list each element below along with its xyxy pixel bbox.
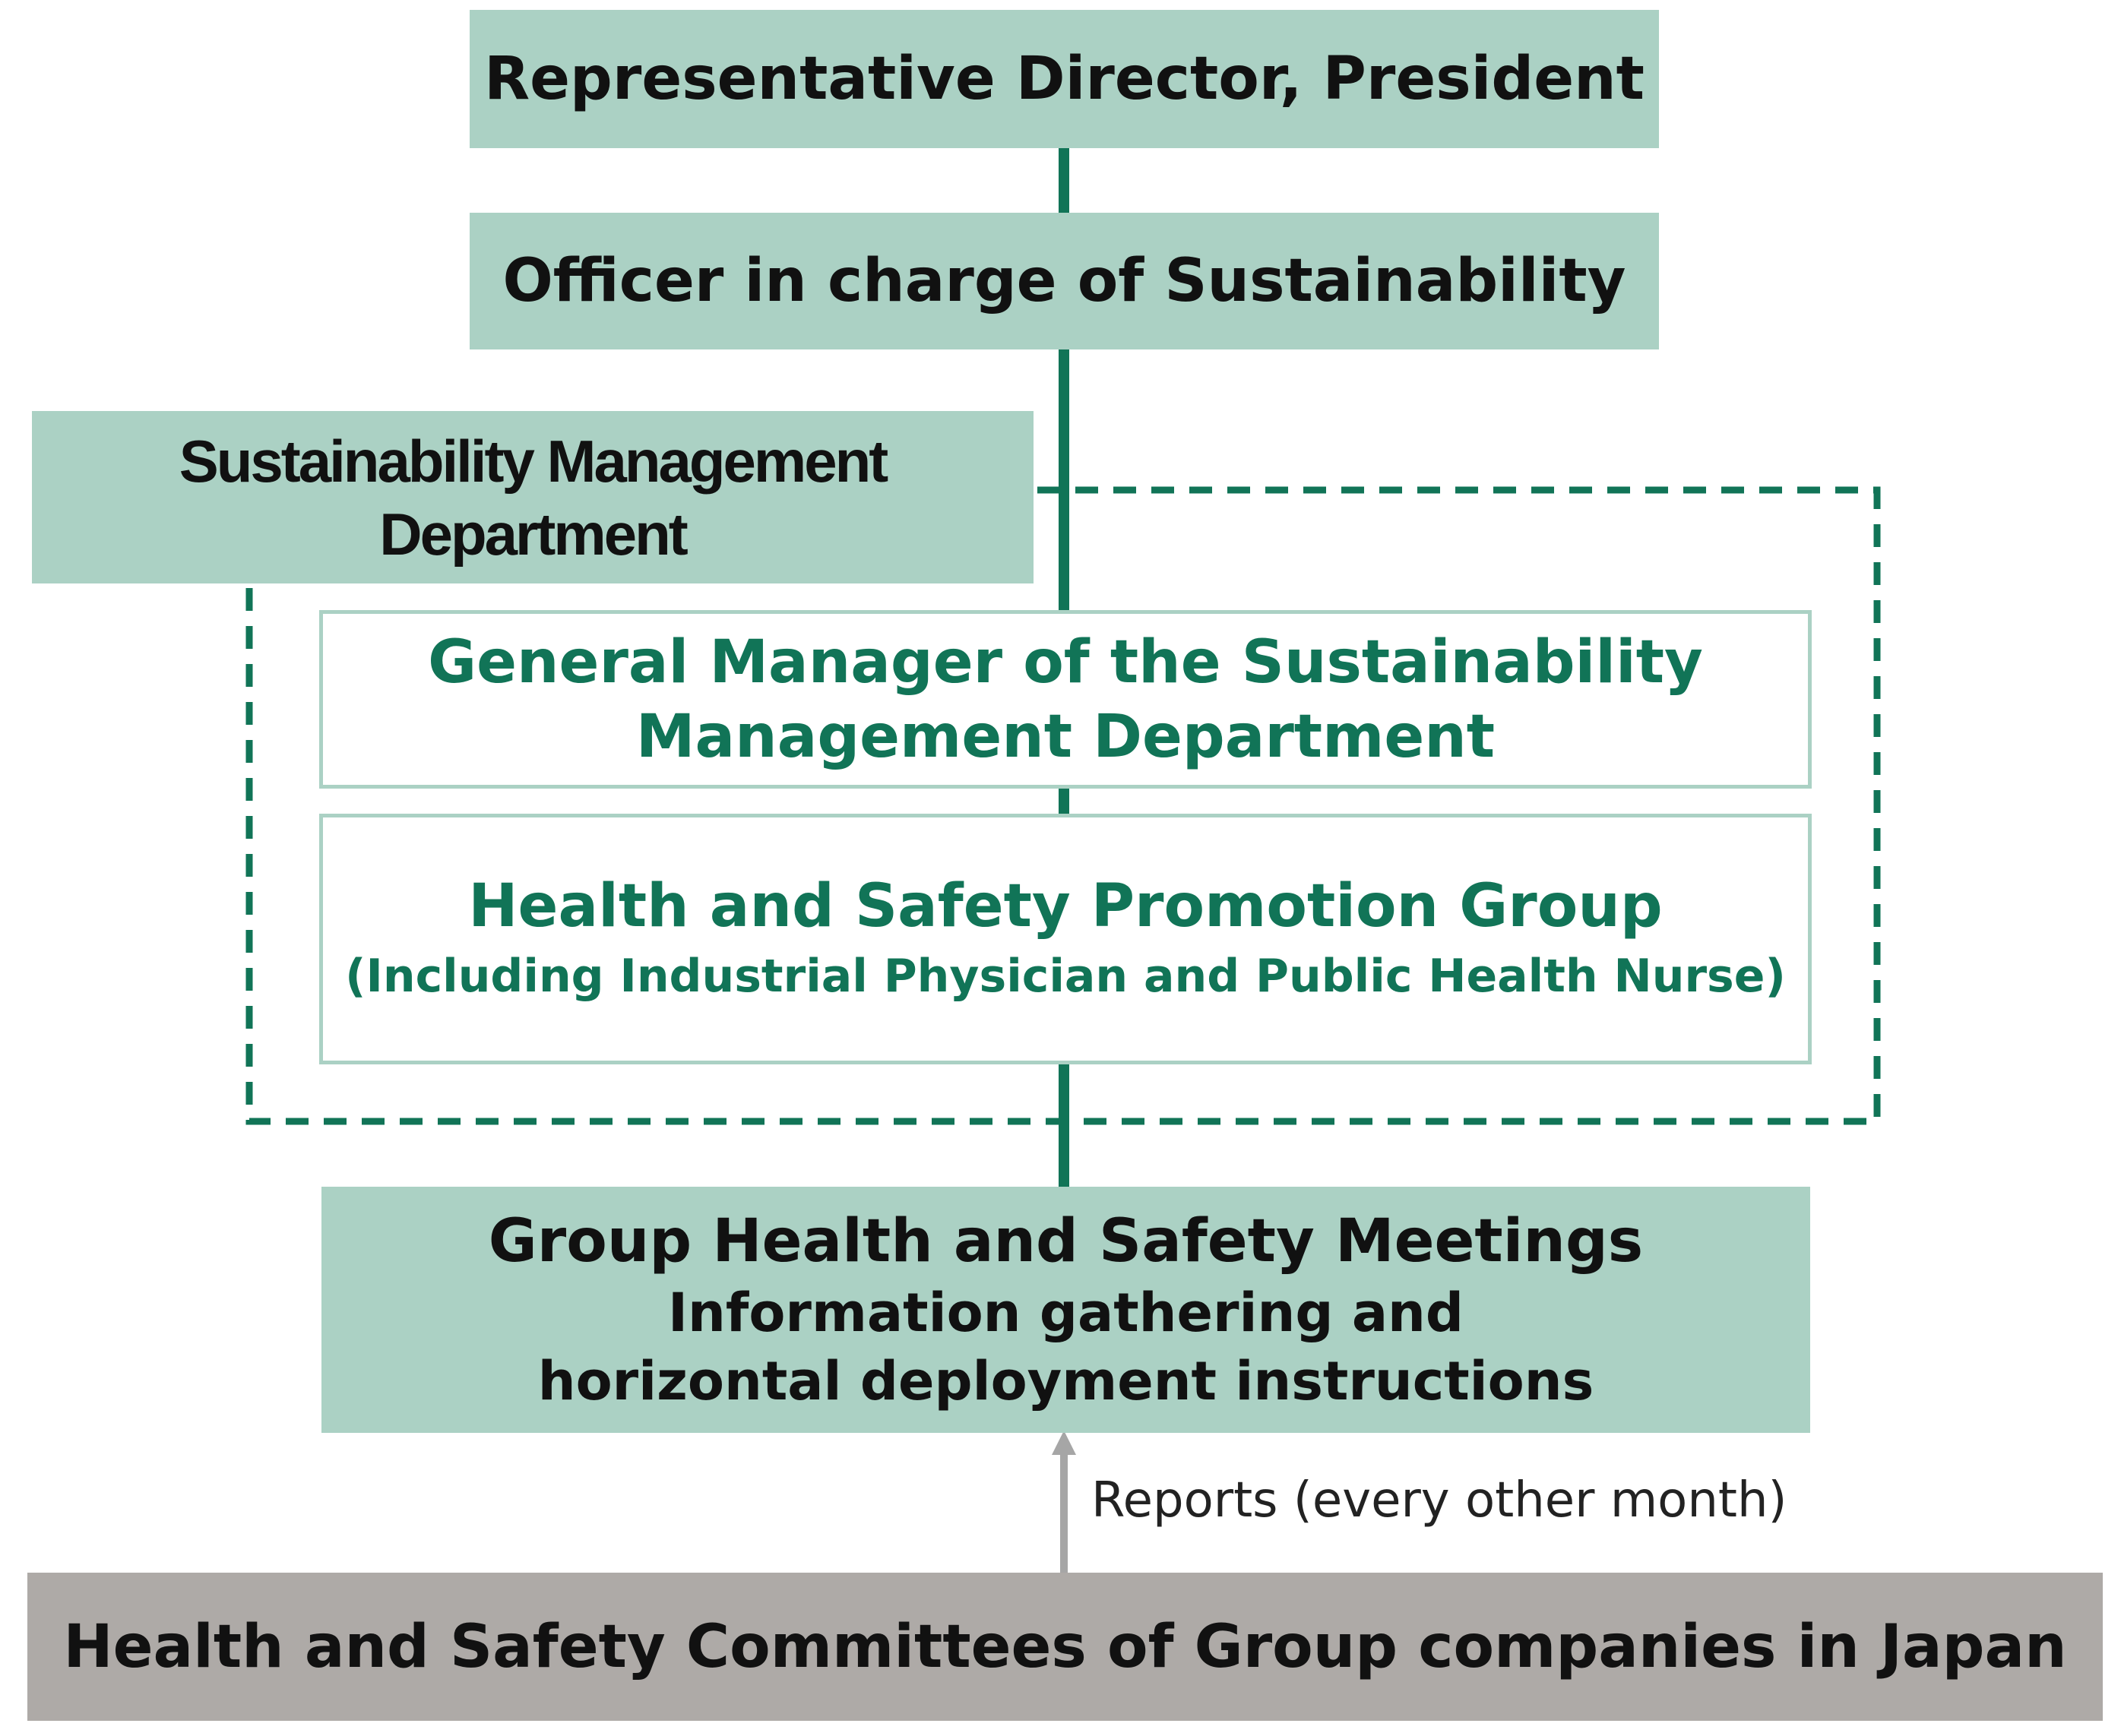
officer-box: Officer in charge of Sustainability [470,213,1659,349]
president-label: Representative Director, President [484,45,1645,113]
committees-box: Health and Safety Committees of Group co… [27,1573,2103,1721]
report-label: Reports (every other month) [1091,1472,1787,1529]
department-dashed-boundary [245,486,1881,1125]
department-label-line2: Department [379,500,688,568]
committees-label: Health and Safety Committees of Group co… [63,1612,2067,1681]
meetings-title: Group Health and Safety Meetings [488,1207,1644,1276]
officer-label: Officer in charge of Sustainability [502,247,1626,315]
meetings-box: Group Health and Safety Meetings Informa… [321,1187,1810,1433]
general-manager-label-line1: General Manager of the Sustainability [428,628,1703,697]
promotion-group-box: Health and Safety Promotion Group (Inclu… [319,814,1812,1064]
department-label-line1: Sustainability Management [179,427,889,495]
promotion-group-title: Health and Safety Promotion Group [468,872,1663,941]
meetings-line3: horizontal deployment instructions [537,1350,1594,1412]
president-box: Representative Director, President [470,10,1659,148]
general-manager-box: General Manager of the Sustainability Ma… [319,610,1812,789]
report-arrow-head [1052,1431,1076,1455]
department-box: Sustainability Management Department [32,411,1034,583]
promotion-group-subtitle: (Including Industrial Physician and Publ… [345,950,1786,1003]
general-manager-label-line2: Management Department [635,702,1496,771]
meetings-line2: Information gathering and [668,1282,1464,1344]
